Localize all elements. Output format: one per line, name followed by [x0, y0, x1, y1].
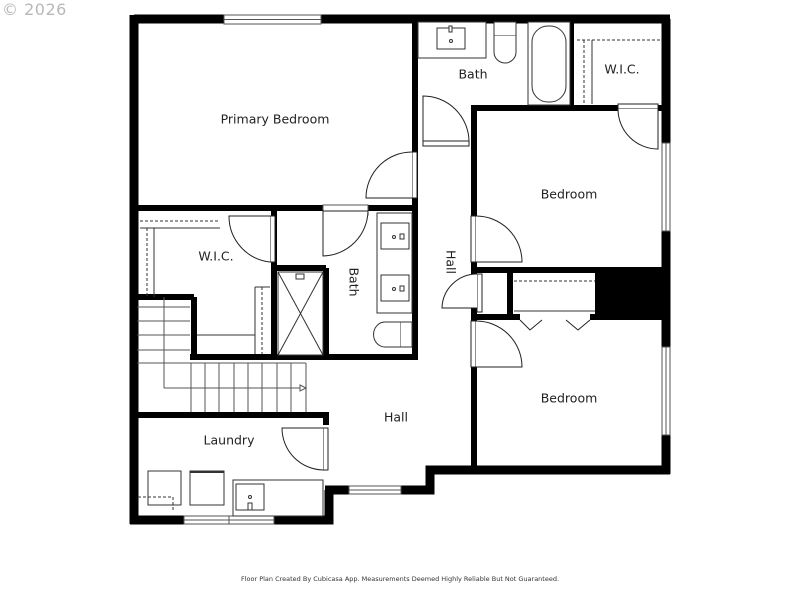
room-label-bedroom-lower: Bedroom — [540, 390, 598, 406]
footer-disclaimer: Floor Plan Created By Cubicasa App. Meas… — [240, 575, 560, 583]
room-label-bath-top: Bath — [458, 66, 488, 82]
room-label-primary-bedroom: Primary Bedroom — [220, 111, 330, 127]
doors — [228, 95, 659, 471]
room-label-hall-vertical: Hall — [443, 249, 459, 275]
room-label-laundry: Laundry — [203, 432, 255, 448]
closet-solid-block — [595, 270, 666, 317]
copyright-watermark: © 2026 — [2, 0, 67, 19]
room-label-bedroom-upper: Bedroom — [540, 186, 598, 202]
room-label-bath-primary: Bath — [346, 267, 362, 297]
fixtures — [137, 21, 660, 517]
room-label-wic-left: W.I.C. — [198, 248, 234, 264]
room-label-wic-top: W.I.C. — [604, 61, 640, 77]
room-label-hall-main: Hall — [383, 409, 409, 425]
